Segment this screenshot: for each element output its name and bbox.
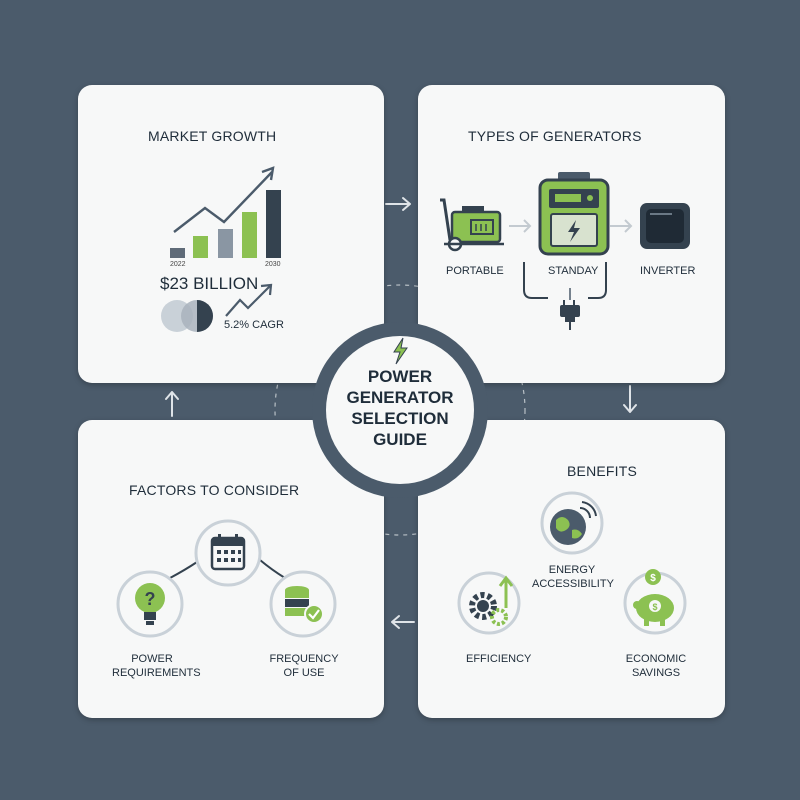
frequency-line1: FREQUENCY: [269, 653, 339, 665]
frequency-of-use-label: FREQUENCY OF USE: [264, 652, 344, 680]
savings-line1: ECONOMIC: [625, 653, 687, 665]
types-title: TYPES OF GENERATORS: [468, 128, 642, 144]
center-title-line3: SELECTION: [351, 409, 449, 428]
center-title-line1: POWER: [367, 367, 433, 386]
power-requirements-line1: POWER: [131, 653, 173, 665]
efficiency-label: EFFICIENCY: [466, 653, 532, 665]
center-title-line2: GENERATOR: [346, 388, 454, 407]
frequency-line2: OF USE: [283, 667, 325, 679]
savings-line2: SAVINGS: [631, 667, 681, 679]
center-badge: [326, 336, 474, 484]
market-value: $23 BILLION: [160, 274, 259, 293]
power-requirements-label: POWER REQUIREMENTS: [112, 652, 201, 680]
economic-savings-label: ECONOMIC SAVINGS: [616, 652, 696, 680]
svg-text:$: $: [650, 573, 656, 584]
cagr-label: 5.2% CAGR: [224, 319, 284, 331]
year-end-label: 2030: [265, 261, 281, 268]
svg-text:?: ?: [145, 589, 156, 609]
benefits-card: [418, 420, 725, 718]
benefits-title: BENEFITS: [567, 463, 638, 479]
energy-line1: ENERGY: [548, 564, 596, 576]
market-growth-title: MARKET GROWTH: [148, 128, 277, 144]
year-start-label: 2022: [170, 261, 186, 268]
svg-text:$: $: [652, 602, 657, 612]
center-title-line4: GUIDE: [373, 430, 427, 449]
portable-label: PORTABLE: [446, 265, 504, 277]
inverter-label: INVERTER: [640, 265, 696, 277]
energy-line2: ACCESSIBILITY: [532, 578, 614, 590]
power-requirements-line2: REQUIREMENTS: [112, 667, 201, 679]
standby-label: STANDAY: [548, 265, 599, 277]
energy-accessibility-label: ENERGY ACCESSIBILITY: [532, 563, 614, 591]
factors-title: FACTORS TO CONSIDER: [129, 482, 300, 498]
